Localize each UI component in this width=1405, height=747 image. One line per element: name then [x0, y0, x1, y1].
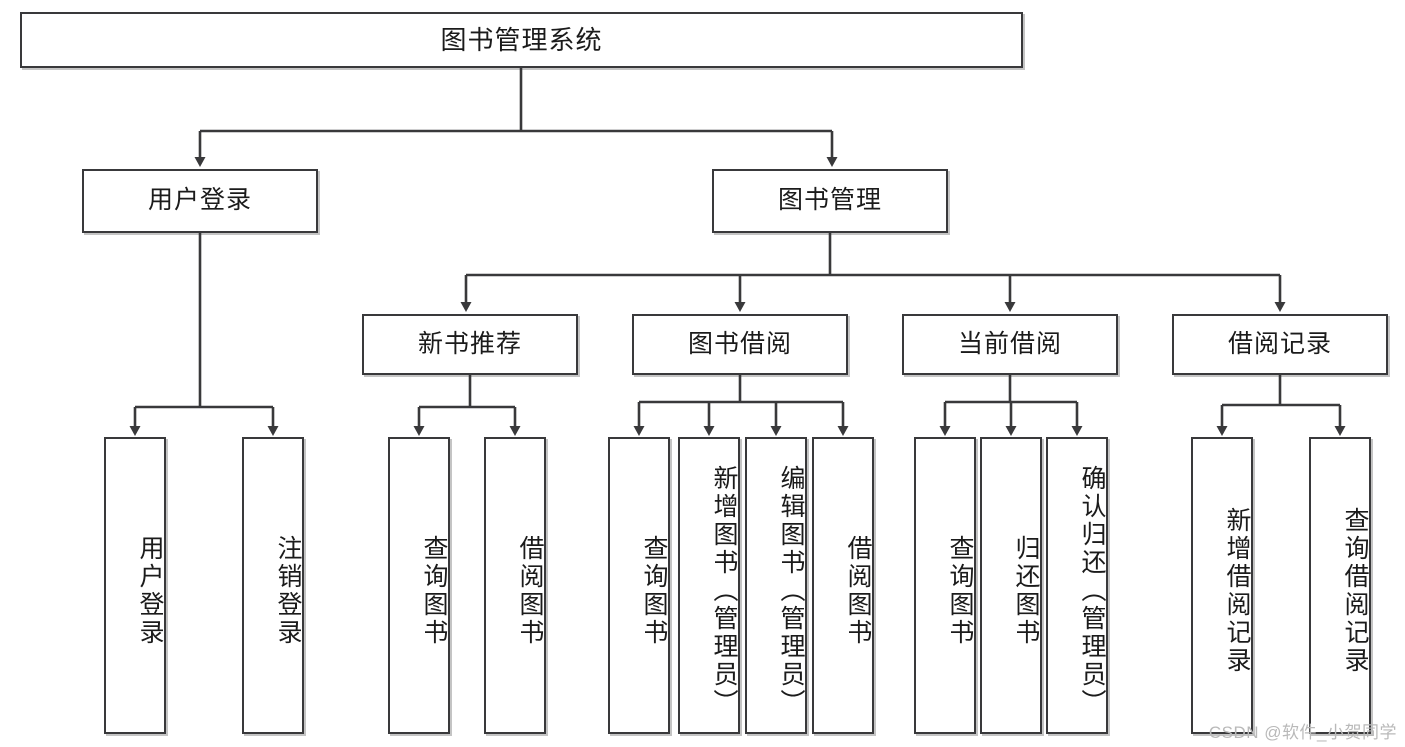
leaf-query-book-recommend[interactable]: 查询图书 — [388, 437, 450, 734]
node-label: 用户登录 — [136, 534, 164, 647]
node-label: 借阅记录 — [1227, 329, 1332, 358]
node-label: 借阅图书 — [516, 534, 544, 647]
node-borrow-record[interactable]: 借阅记录 — [1172, 314, 1388, 375]
node-root-system[interactable]: 图书管理系统 — [20, 12, 1023, 68]
node-label: 查询借阅记录 — [1341, 506, 1369, 675]
node-label: 新增借阅记录 — [1223, 506, 1251, 675]
node-label: 图书管理系统 — [440, 24, 603, 55]
node-label: 查询图书 — [420, 534, 448, 647]
node-label: 查询图书 — [640, 534, 668, 647]
node-label: 新增图书（管理员） — [710, 464, 738, 717]
leaf-query-book-current[interactable]: 查询图书 — [914, 437, 976, 734]
node-new-book-recommend[interactable]: 新书推荐 — [362, 314, 578, 375]
leaf-edit-book-admin[interactable]: 编辑图书（管理员） — [745, 437, 807, 734]
node-label: 借阅图书 — [844, 534, 872, 647]
node-label: 查询图书 — [946, 534, 974, 647]
leaf-add-book-admin[interactable]: 新增图书（管理员） — [678, 437, 740, 734]
leaf-query-borrow-record[interactable]: 查询借阅记录 — [1309, 437, 1371, 734]
node-label: 当前借阅 — [957, 329, 1062, 358]
leaf-borrow-book[interactable]: 借阅图书 — [812, 437, 874, 734]
node-user-login[interactable]: 用户登录 — [82, 169, 318, 233]
watermark: CSDN @软件_小贺同学 — [1208, 723, 1397, 742]
node-label: 注销登录 — [274, 534, 302, 647]
node-label: 确认归还（管理员） — [1078, 464, 1106, 717]
node-book-management[interactable]: 图书管理 — [712, 169, 948, 233]
leaf-query-book-borrow[interactable]: 查询图书 — [608, 437, 670, 734]
node-label: 用户登录 — [147, 186, 252, 215]
leaf-logout[interactable]: 注销登录 — [242, 437, 304, 734]
node-book-borrow[interactable]: 图书借阅 — [632, 314, 848, 375]
node-label: 归还图书 — [1012, 534, 1040, 647]
leaf-user-login[interactable]: 用户登录 — [104, 437, 166, 734]
node-label: 图书借阅 — [687, 329, 792, 358]
leaf-borrow-book-recommend[interactable]: 借阅图书 — [484, 437, 546, 734]
node-label: 图书管理 — [777, 186, 882, 215]
leaf-return-book[interactable]: 归还图书 — [980, 437, 1042, 734]
leaf-add-borrow-record[interactable]: 新增借阅记录 — [1191, 437, 1253, 734]
node-current-borrow[interactable]: 当前借阅 — [902, 314, 1118, 375]
node-label: 新书推荐 — [417, 329, 522, 358]
leaf-confirm-return-admin[interactable]: 确认归还（管理员） — [1046, 437, 1108, 734]
node-label: 编辑图书（管理员） — [777, 464, 805, 717]
